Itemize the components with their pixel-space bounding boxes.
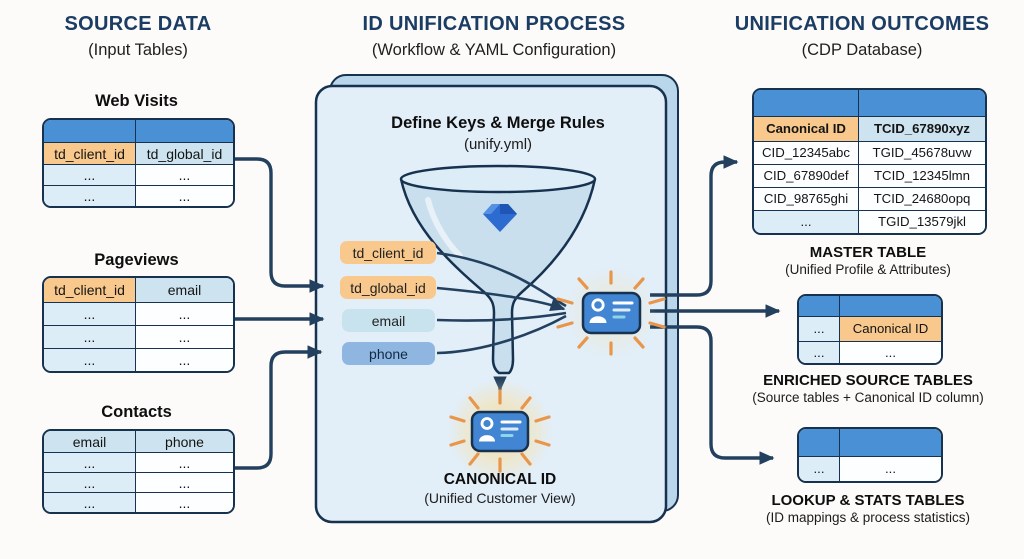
table-header-band (799, 296, 941, 316)
cell: ... (135, 492, 233, 512)
web-visits-table: td_client_id td_global_id ... ... ... ..… (42, 118, 235, 208)
cell: ... (44, 452, 135, 472)
funnel-icon (399, 164, 597, 375)
diamond-icon (483, 204, 517, 232)
canonical-id-label: CANONICAL ID (443, 471, 557, 488)
arrow-webvisits-to-keys (233, 157, 325, 293)
cell: ... (44, 348, 135, 371)
cell: ... (44, 185, 135, 206)
cell: ... (135, 302, 233, 325)
process-column-subtitle: (Workflow & YAML Configuration) (371, 41, 617, 59)
cell: ... (839, 341, 941, 363)
cell: ... (799, 316, 839, 341)
enriched-table: ... Canonical ID ... ... (797, 294, 943, 365)
contacts-title: Contacts (101, 403, 172, 421)
cell: ... (799, 341, 839, 363)
enriched-table-label: ENRICHED SOURCE TABLES (763, 372, 973, 389)
cell: CID_12345abc (754, 141, 858, 164)
merge-key-email: email (342, 309, 435, 332)
sunburst-rays (449, 389, 551, 473)
unified-id-card-icon (556, 267, 666, 359)
cell: TCID_24680opq (858, 187, 985, 210)
outcome-arrows (650, 155, 781, 465)
key-cell: td_client_id (44, 142, 135, 164)
pageviews-title: Pageviews (94, 251, 179, 269)
key-merge-curves (436, 251, 567, 355)
arrow-contacts-to-keys (233, 345, 323, 470)
cell: ... (135, 452, 233, 472)
outcomes-column-subtitle: (CDP Database) (801, 41, 923, 59)
table-header-band (44, 120, 233, 142)
cell: ... (44, 472, 135, 492)
pageviews-table: td_client_id email ... ... ... ... ... .… (42, 276, 235, 373)
table-header-band (799, 429, 941, 456)
sunburst-rays (556, 270, 666, 356)
cell: ... (135, 472, 233, 492)
lookup-table-sublabel: (ID mappings & process statistics) (765, 510, 971, 525)
cell: ... (135, 325, 233, 348)
enriched-table-sublabel: (Source tables + Canonical ID column) (752, 390, 984, 405)
cell: ... (44, 325, 135, 348)
cell: ... (135, 164, 233, 185)
cell: CID_98765ghi (754, 187, 858, 210)
key-cell: email (44, 431, 135, 452)
rules-title: Define Keys & Merge Rules (391, 114, 605, 132)
cell: ... (44, 492, 135, 512)
arrow-to-lookup-table (650, 325, 775, 465)
cell: TGID_45678uvw (858, 141, 985, 164)
process-column-title: ID UNIFICATION PROCESS (362, 13, 626, 35)
lookup-table-label: LOOKUP & STATS TABLES (771, 492, 965, 509)
key-cell: Canonical ID (839, 316, 941, 341)
cell: ... (44, 302, 135, 325)
cell: ... (135, 185, 233, 206)
key-cell: td_global_id (135, 142, 233, 164)
merge-key-td-global-id: td_global_id (340, 276, 436, 299)
cell: ... (839, 456, 941, 481)
table-header-band (754, 90, 985, 116)
cell: TGID_13579jkl (858, 210, 985, 233)
source-column-subtitle: (Input Tables) (88, 41, 188, 59)
key-cell: TCID_67890xyz (858, 116, 985, 141)
merge-key-phone: phone (342, 342, 435, 365)
web-visits-title: Web Visits (95, 92, 178, 110)
cell: ... (135, 348, 233, 371)
key-cell: td_client_id (44, 278, 135, 302)
cell: ... (799, 456, 839, 481)
key-cell: email (135, 278, 233, 302)
master-table-label: MASTER TABLE (809, 244, 927, 261)
cell: ... (44, 164, 135, 185)
source-column-title: SOURCE DATA (64, 13, 212, 35)
cell: TCID_12345lmn (858, 164, 985, 187)
source-arrows (233, 157, 325, 470)
canonical-id-card-icon (448, 379, 552, 483)
key-cell: Canonical ID (754, 116, 858, 141)
outcomes-column-title: UNIFICATION OUTCOMES (734, 13, 990, 35)
master-table: Canonical ID TCID_67890xyz CID_12345abc … (752, 88, 987, 235)
cell: CID_67890def (754, 164, 858, 187)
merge-key-td-client-id: td_client_id (340, 241, 436, 264)
contacts-table: email phone ... ... ... ... ... ... (42, 429, 235, 514)
cell: ... (754, 210, 858, 233)
rules-subtitle: (unify.yml) (463, 136, 533, 153)
key-cell: phone (135, 431, 233, 452)
lookup-table: ... ... (797, 427, 943, 483)
arrow-to-master-table (650, 155, 739, 297)
canonical-id-sublabel: (Unified Customer View) (424, 490, 576, 506)
master-table-sublabel: (Unified Profile & Attributes) (785, 262, 951, 277)
